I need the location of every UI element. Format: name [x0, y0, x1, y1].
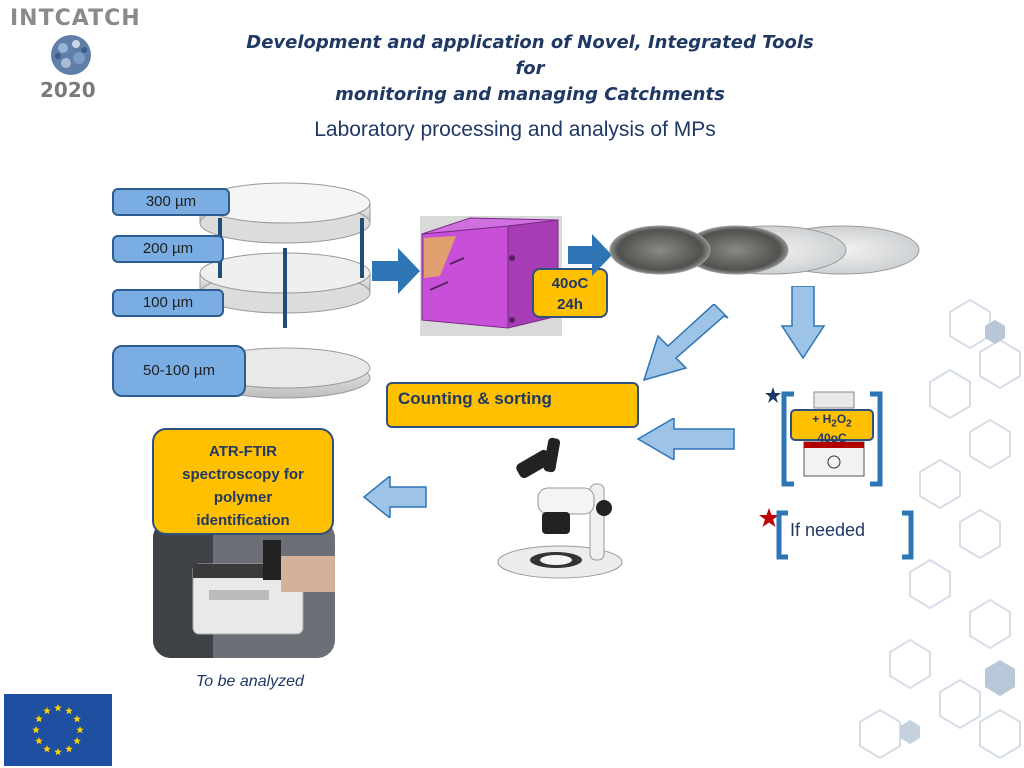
atr-line2: spectroscopy for [182, 466, 304, 483]
sieve-label-100: 100 µm [112, 289, 224, 317]
header-title-line2: monitoring and managing Catchments [335, 84, 725, 105]
arrow-left-icon [636, 418, 735, 460]
petri-dishes-icon [609, 225, 920, 275]
atr-ftir-box: ATR-FTIR spectroscopy for polymer identi… [152, 428, 334, 535]
oven-temperature: 40oC [551, 275, 589, 292]
header-title-line1: Development and application of Novel, In… [246, 32, 814, 79]
slide-title: Laboratory processing and analysis of MP… [314, 118, 716, 141]
atr-line4: identification [196, 512, 290, 529]
oven-temperature-badge: 40oC 24h [532, 268, 608, 318]
atr-line1: ATR-FTIR [208, 443, 278, 460]
star-icon [765, 387, 781, 403]
if-needed-bracket-icon [776, 510, 914, 560]
eu-star-icon [32, 726, 40, 734]
eu-star-icon [65, 706, 73, 715]
arrow-down-icon [780, 286, 826, 360]
arrow-left-icon [362, 476, 427, 518]
header-title: Development and application of Novel, In… [230, 30, 830, 108]
microscope-icon [497, 437, 623, 579]
sieve-label-50-100: 50-100 µm [112, 345, 246, 397]
to-be-analyzed-label: To be analyzed [196, 673, 304, 690]
eu-star-icon [35, 737, 43, 745]
eu-star-icon [73, 715, 81, 723]
eu-star-icon [43, 745, 51, 753]
arrow-right-icon [568, 234, 612, 276]
h2o2-reagent: + H2O2 [812, 412, 852, 430]
arrow-right-icon [372, 248, 420, 294]
eu-star-icon [35, 715, 43, 723]
logo-text: INTCATCH [10, 6, 141, 31]
counting-sorting-box: Counting & sorting [386, 382, 639, 428]
digestion-bracket-icon [781, 391, 883, 487]
h2o2-badge: + H2O2 40oC [790, 409, 874, 445]
eu-star-icon [54, 748, 62, 756]
eu-star-icon [54, 704, 62, 712]
ftir-photo [153, 520, 335, 658]
eu-flag-icon [4, 694, 112, 766]
ftir-instrument-icon [153, 520, 335, 658]
h2o2-temperature: 40oC [817, 431, 847, 446]
star-icon [759, 508, 779, 527]
logo-year: 2020 [40, 78, 96, 102]
eu-star-icon [73, 737, 81, 745]
sieve-label-300: 300 µm [112, 188, 230, 216]
intcatch-globe-icon [51, 35, 91, 75]
sieve-label-200: 200 µm [112, 235, 224, 263]
if-needed-label: If needed [790, 520, 866, 540]
atr-line3: polymer [213, 489, 273, 506]
eu-star-icon [43, 706, 51, 715]
hexagon-pattern-icon [859, 298, 1021, 760]
eu-star-icon [76, 726, 84, 734]
eu-star-icon [65, 745, 73, 753]
oven-duration: 24h [557, 296, 583, 313]
arrow-down-left-icon [642, 304, 729, 382]
